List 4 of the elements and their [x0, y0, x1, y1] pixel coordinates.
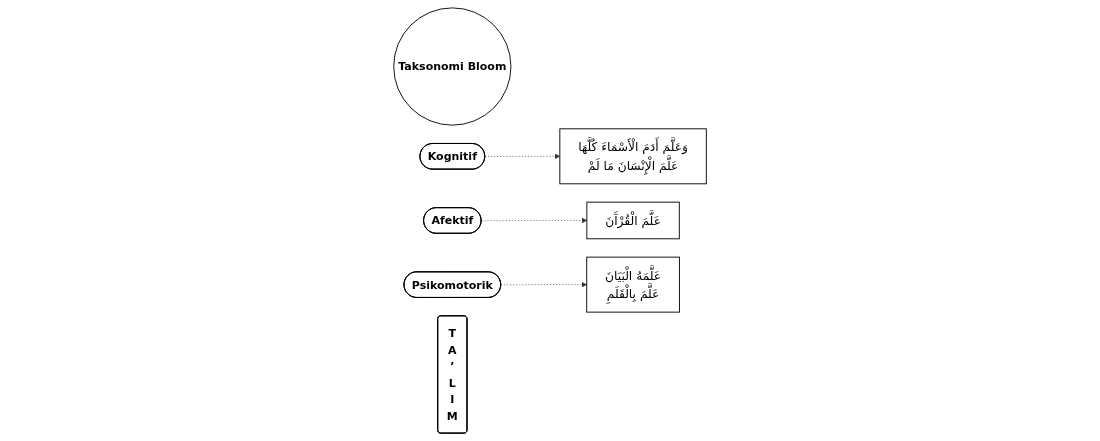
node-box: عَلَّمَ الْقُرْآَنَ [586, 201, 680, 240]
node-box: وَعَلَّمَ أَدَمَ الْأَسْمَاءَ كُلَّهَا عَلَّمَ الْإِنْسَانَ مَا لَمْ [559, 128, 707, 185]
node-circle: Taksonomi Bloom [393, 7, 512, 126]
node-box: عَلَّمَهُ الْبَيَانَ عَلَّمَ بِالْقَلَمِ [586, 256, 680, 313]
